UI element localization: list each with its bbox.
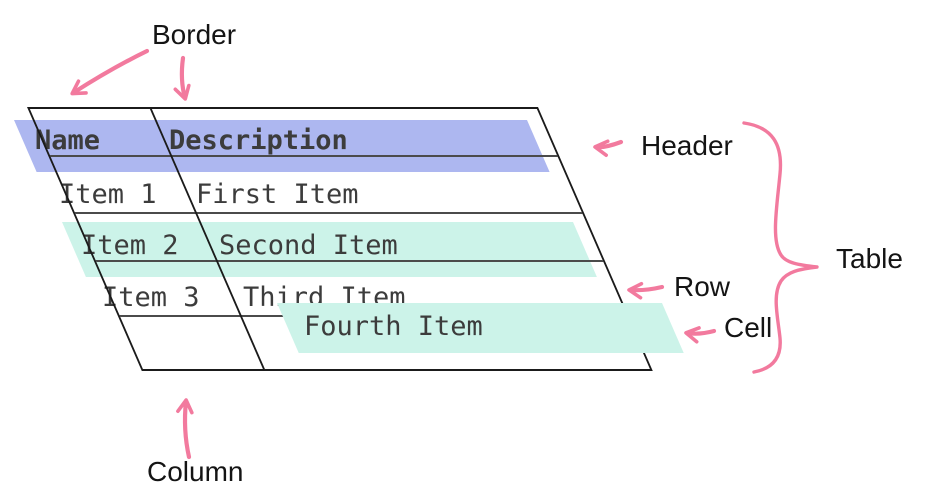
header-cell-description: Description bbox=[169, 125, 348, 156]
row-separator-line bbox=[74, 212, 583, 214]
cell-item-2: Item 2 bbox=[81, 230, 179, 261]
cell-fourth-item: Fourth Item bbox=[304, 311, 483, 342]
label-cell: Cell bbox=[724, 312, 773, 343]
label-border: Border bbox=[152, 19, 237, 50]
cell-item-3: Item 3 bbox=[102, 282, 200, 313]
column-arrow-icon bbox=[176, 398, 194, 460]
header-cell-name: Name bbox=[35, 125, 101, 156]
row-arrow-icon bbox=[627, 281, 665, 300]
label-header: Header bbox=[641, 130, 733, 161]
cell-first-item: First Item bbox=[196, 179, 359, 210]
label-row: Row bbox=[674, 271, 731, 302]
row-separator-line bbox=[95, 260, 604, 262]
cell-second-item: Second Item bbox=[219, 230, 398, 261]
header-arrow-icon bbox=[593, 139, 624, 157]
label-table: Table bbox=[836, 243, 903, 274]
label-column: Column bbox=[147, 456, 244, 487]
border-arrow-right-icon bbox=[173, 55, 191, 101]
border-arrow-left-icon bbox=[70, 48, 150, 96]
cell-arrow-icon bbox=[684, 326, 717, 344]
cell-item-1: Item 1 bbox=[59, 179, 157, 210]
column-divider-line bbox=[149, 109, 265, 369]
header-separator-line bbox=[49, 155, 558, 157]
